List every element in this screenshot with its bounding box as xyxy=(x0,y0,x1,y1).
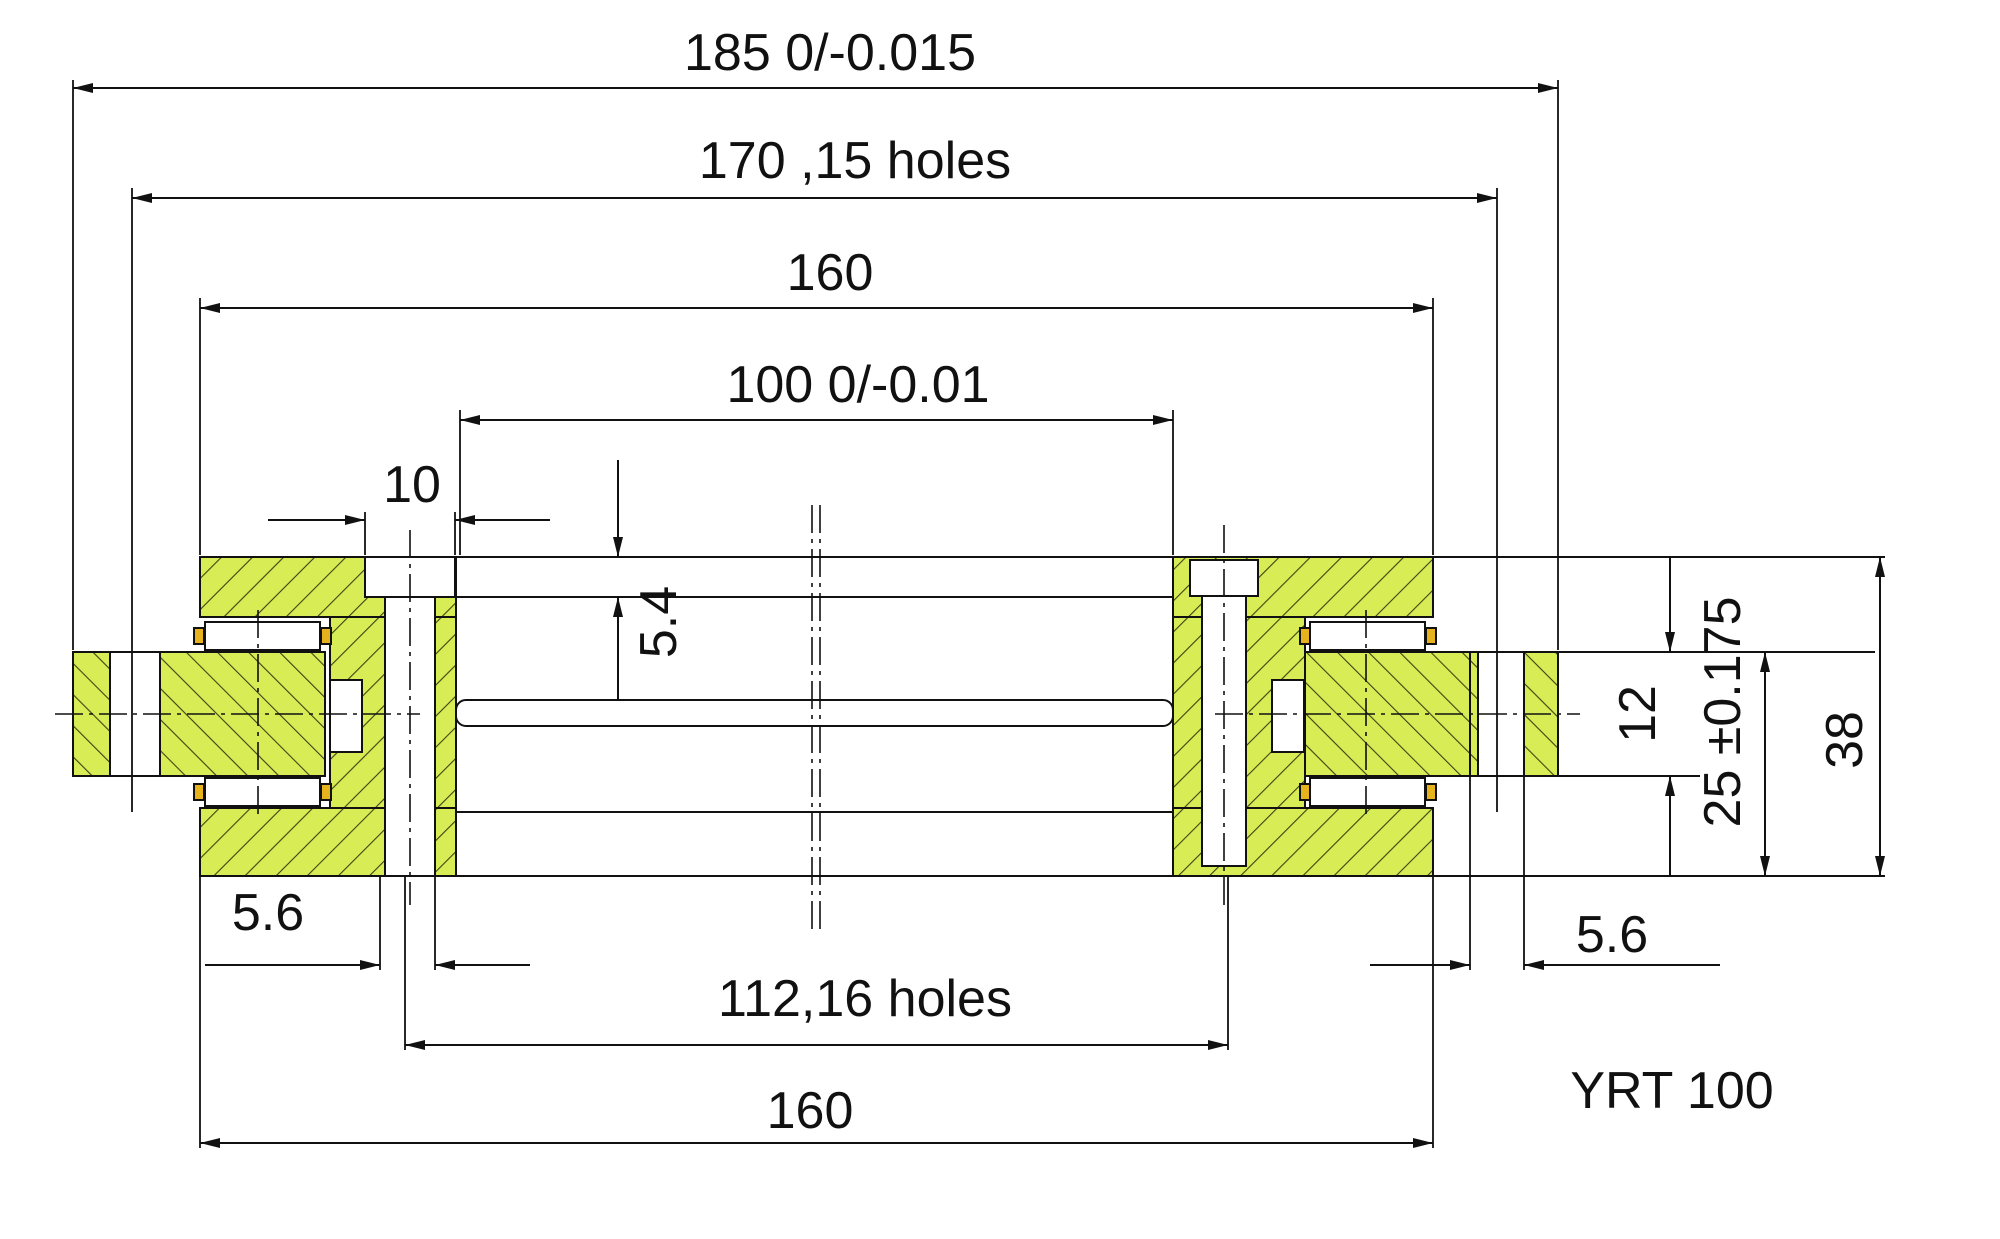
right-side-roller xyxy=(1271,679,1305,753)
dimension-lines xyxy=(73,83,1885,1148)
dim-112-label: 112,16 holes xyxy=(718,970,1012,1028)
right-roller-bottom xyxy=(1309,777,1426,807)
extension-lines xyxy=(72,80,1559,1148)
dim-25-label: 25 ±0.175 xyxy=(1694,597,1752,828)
dim-160-bottom-label: 160 xyxy=(767,1082,854,1140)
dim-5-4-label: 5.4 xyxy=(630,586,688,658)
right-roller-top xyxy=(1309,621,1426,651)
left-roller-top xyxy=(204,621,321,651)
dim-5-6-right-label: 5.6 xyxy=(1576,906,1648,964)
dim-10-label: 10 xyxy=(383,456,441,514)
left-section xyxy=(72,556,457,877)
dim-5-6-left-label: 5.6 xyxy=(232,884,304,942)
center-lines xyxy=(55,505,1580,930)
outline-lines xyxy=(455,556,1885,877)
dim-38-label: 38 xyxy=(1816,711,1874,769)
dimension-labels: 185 0/-0.015 170 ,15 holes 160 100 0/-0.… xyxy=(232,24,1874,1140)
left-side-roller xyxy=(329,679,363,753)
dim-170-label: 170 ,15 holes xyxy=(699,132,1011,190)
dim-12-label: 12 xyxy=(1609,685,1667,743)
dim-185-label: 185 0/-0.015 xyxy=(684,24,976,82)
designation-label: YRT 100 xyxy=(1570,1062,1773,1120)
dim-100-label: 100 0/-0.01 xyxy=(726,356,989,414)
right-section xyxy=(1172,556,1559,877)
dim-160-top-label: 160 xyxy=(787,244,874,302)
left-roller-bottom xyxy=(204,777,321,807)
